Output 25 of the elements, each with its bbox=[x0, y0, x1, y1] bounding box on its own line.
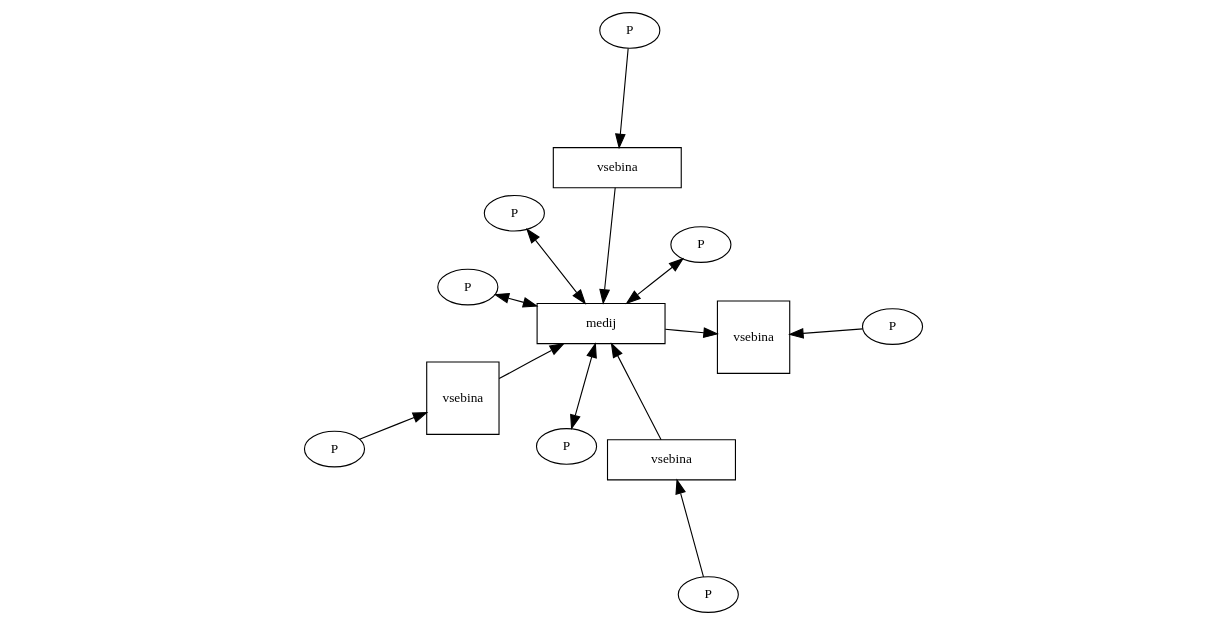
node-ellipse: P bbox=[483, 194, 545, 232]
node-ellipse: P bbox=[437, 268, 499, 306]
node-box: vsebina bbox=[552, 147, 682, 189]
arrow bbox=[493, 293, 539, 308]
node-box: vsebina bbox=[606, 439, 736, 481]
arrow bbox=[788, 327, 864, 339]
arrow bbox=[625, 257, 685, 305]
node-box: vsebina bbox=[426, 361, 500, 435]
arrow bbox=[526, 228, 587, 305]
arrow bbox=[498, 343, 566, 380]
node-ellipse: P bbox=[677, 576, 739, 613]
node-ellipse: P bbox=[535, 428, 598, 465]
arrow bbox=[359, 411, 429, 440]
arrow bbox=[614, 47, 629, 150]
node-ellipse: P bbox=[599, 12, 661, 49]
node-ellipse: P bbox=[861, 308, 924, 345]
node-ellipse: P bbox=[670, 226, 732, 263]
arrow bbox=[610, 342, 662, 441]
arrow bbox=[675, 478, 705, 578]
arrow bbox=[599, 187, 616, 305]
node-box: medij bbox=[536, 302, 666, 345]
arrow bbox=[664, 327, 719, 339]
arrow bbox=[570, 342, 597, 431]
node-ellipse: P bbox=[303, 430, 366, 468]
node-box: vsebina bbox=[716, 300, 791, 374]
